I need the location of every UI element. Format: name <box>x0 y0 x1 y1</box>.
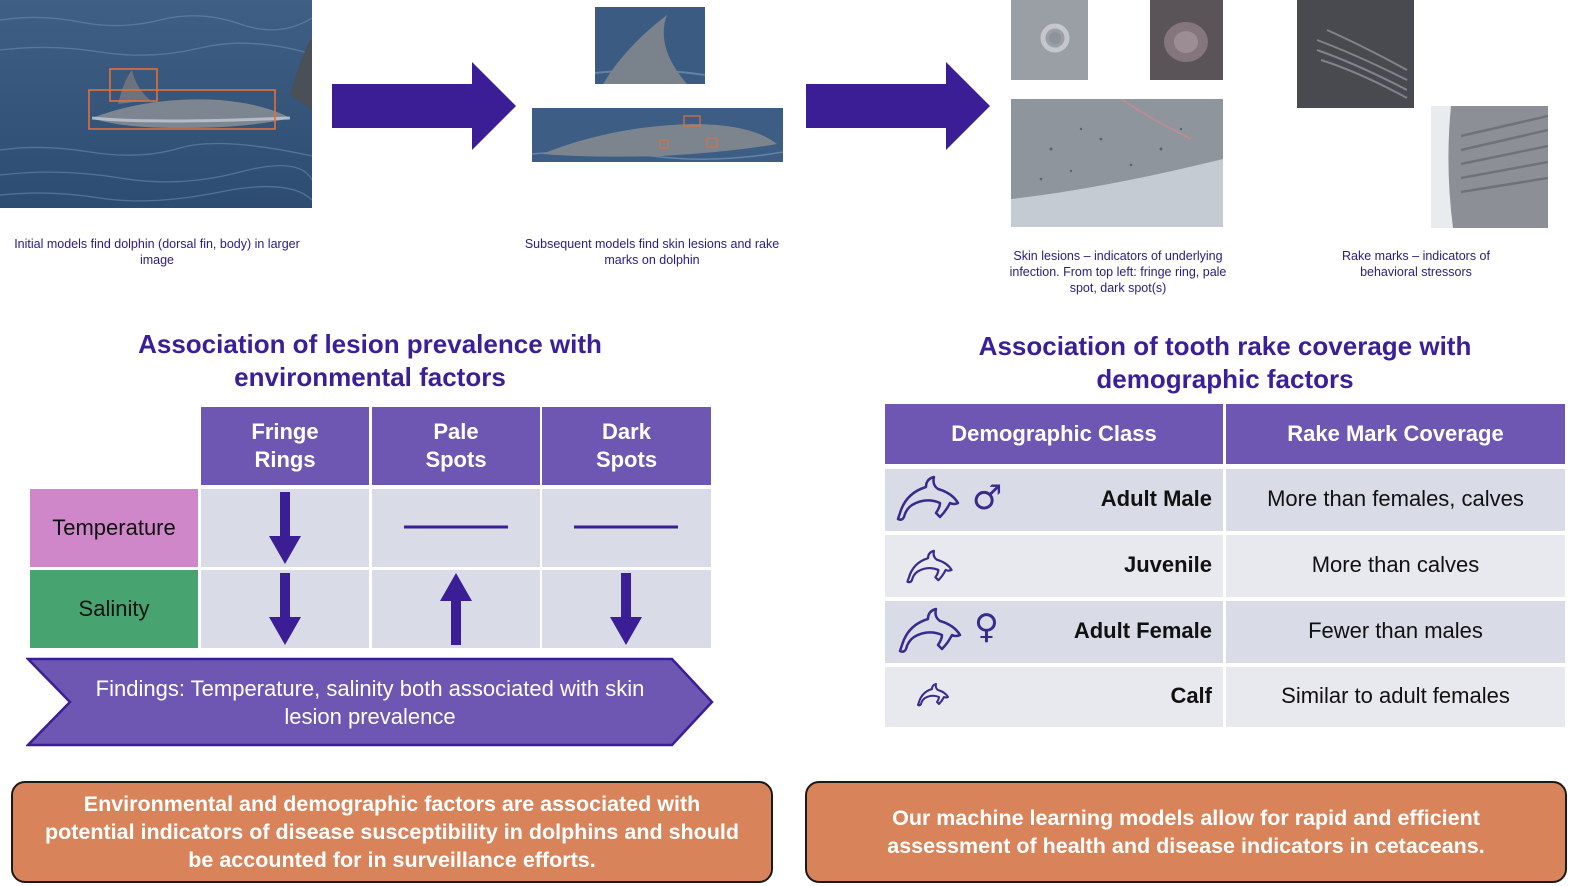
caption-detect: Initial models find dolphin (dorsal fin,… <box>14 237 300 267</box>
caption-find: Subsequent models find skin lesions and … <box>524 237 780 267</box>
decrease-arrow-icon <box>269 573 301 645</box>
column-header-pale-spots: Pale Spots <box>372 407 540 485</box>
table-row <box>1226 667 1565 727</box>
fringe-ring-lesion-photo <box>1011 0 1088 80</box>
coverage-juvenile: More than calves <box>1311 552 1480 577</box>
decrease-arrow-icon <box>610 573 642 645</box>
dorsal-fin-crop-photo <box>595 7 705 84</box>
table-row <box>885 601 1223 663</box>
male-symbol-icon: ♂ <box>972 478 1003 518</box>
female-symbol-icon: ♀ <box>974 607 999 647</box>
table-row <box>1226 535 1565 597</box>
column-header-dark-spots: Dark Spots <box>542 407 711 485</box>
dolphin-small-icon <box>917 683 949 707</box>
dolphin-large-icon <box>898 607 962 653</box>
effect-indicators <box>269 492 678 645</box>
pale-spot-lesion-photo <box>1150 0 1223 80</box>
header-demographic-class: Demographic Class <box>885 404 1223 464</box>
table-row <box>885 535 1223 597</box>
table-row <box>885 469 1223 531</box>
caption-rakes: Rake marks – indicators of behavioral st… <box>1342 249 1490 279</box>
demographic-label-calf: Calf <box>1170 683 1212 708</box>
pipeline-arrow-2 <box>806 62 990 150</box>
rake-marks-photo-1 <box>1297 0 1414 108</box>
dark-spot-lesion-photo <box>1011 99 1223 227</box>
decrease-arrow-icon <box>269 492 301 564</box>
conclusion-left: Environmental and demographic factors ar… <box>11 781 773 883</box>
findings-text: Findings: Temperature, salinity both ass… <box>95 676 645 729</box>
lesion-section-title: Association of lesion prevalence with en… <box>138 329 602 392</box>
row-label-salinity: Salinity <box>30 570 198 648</box>
caption-lesions: Skin lesions – indicators of underlying … <box>1009 249 1227 295</box>
dolphin-large-icon <box>896 475 960 521</box>
findings-banner <box>26 657 714 747</box>
dolphin-medium-icon <box>906 549 953 584</box>
coverage-adult-female: Fewer than males <box>1308 618 1483 643</box>
rake-section-title: Association of tooth rake coverage with … <box>978 331 1472 394</box>
demographic-label-juvenile: Juvenile <box>1123 552 1212 577</box>
table-row <box>1226 469 1565 531</box>
row-label-temperature: Temperature <box>30 489 198 567</box>
demographic-label-adult-female: Adult Female <box>1073 618 1212 643</box>
pipeline-arrow-1 <box>332 62 516 150</box>
coverage-calf: Similar to adult females <box>1281 683 1510 708</box>
dolphin-body-crop-photo <box>532 108 783 162</box>
coverage-adult-male: More than females, calves <box>1267 486 1524 511</box>
table-row <box>885 667 1223 727</box>
table-row <box>1226 601 1565 663</box>
rake-marks-photo-2 <box>1431 106 1548 228</box>
conclusion-right: Our machine learning models allow for ra… <box>805 781 1567 883</box>
increase-arrow-icon <box>440 573 472 645</box>
dolphin-detection-photo <box>0 0 312 208</box>
demographic-label-adult-male: Adult Male <box>1100 486 1212 511</box>
header-rake-mark-coverage: Rake Mark Coverage <box>1226 404 1565 464</box>
column-header-fringe-rings: Fringe Rings <box>201 407 369 485</box>
